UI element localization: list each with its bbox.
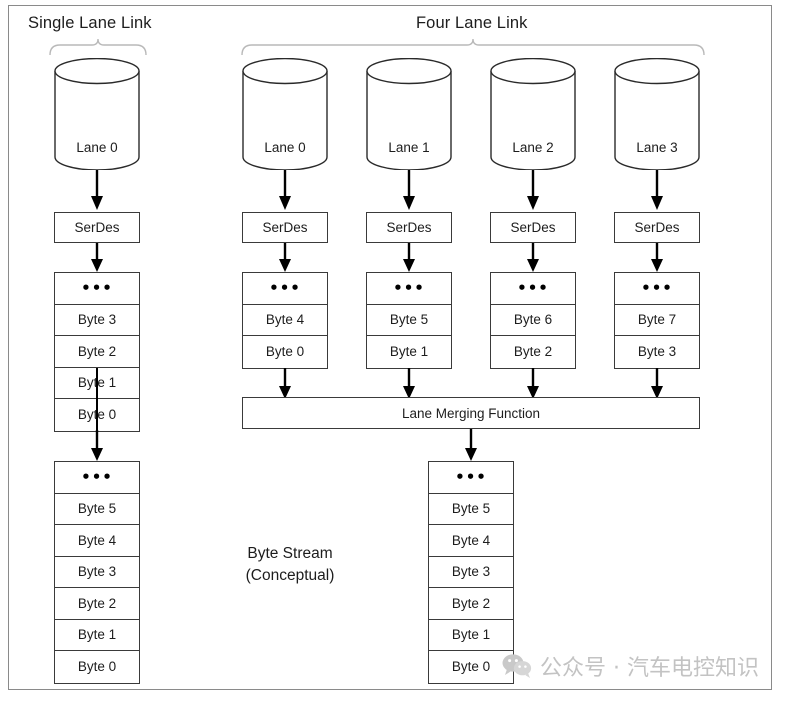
cylinder-shape	[490, 57, 576, 171]
brace-single-lane	[49, 38, 147, 56]
byte-cell: Byte 0	[55, 651, 139, 683]
arrow-serdes-to-stack-2	[527, 243, 539, 272]
byte-cell: Byte 0	[429, 651, 513, 683]
ellipsis-cell: •••	[615, 273, 699, 305]
ellipsis-cell: •••	[55, 462, 139, 494]
arrow-cylinder-to-serdes-single	[91, 170, 103, 210]
arrow-stack-to-merge-2	[527, 368, 539, 399]
serdes-box-lane-1: SerDes	[366, 212, 452, 243]
byte-cell: Byte 5	[55, 493, 139, 525]
ellipsis-icon: •••	[81, 278, 113, 297]
byte-cell: Byte 1	[55, 619, 139, 651]
ellipsis-cell: •••	[55, 273, 139, 305]
cylinder-shape	[614, 57, 700, 171]
arrow-merge-to-stream	[465, 429, 477, 461]
lane-merging-function-bar: Lane Merging Function	[242, 397, 700, 429]
wechat-icon	[502, 653, 532, 679]
byte-stream-caption: Byte Stream (Conceptual)	[190, 543, 390, 587]
brace-four-lane	[241, 38, 705, 56]
watermark: 公众号 · 汽车电控知识	[502, 650, 759, 682]
byte-cell: Byte 3	[55, 556, 139, 588]
serdes-box-single: SerDes	[54, 212, 140, 243]
cylinder-single-lane-0: Lane 0	[54, 57, 140, 171]
byte-cell: Byte 5	[429, 493, 513, 525]
byte-cell: Byte 4	[55, 525, 139, 557]
watermark-text: 公众号 · 汽车电控知识	[540, 656, 759, 681]
cylinder-four-lane-1: Lane 1	[366, 57, 452, 171]
arrow-serdes-to-stack-single	[91, 243, 103, 272]
cylinder-four-lane-2: Lane 2	[490, 57, 576, 171]
section-title-single-lane: Single Lane Link	[28, 14, 152, 32]
ellipsis-cell: •••	[243, 273, 327, 305]
byte-cell: Byte 6	[491, 304, 575, 336]
byte-cell: Byte 4	[429, 525, 513, 557]
ellipsis-icon: •••	[641, 278, 673, 297]
connector-single-stack-down	[96, 368, 98, 432]
byte-cell: Byte 2	[491, 336, 575, 368]
byte-cell: Byte 2	[429, 588, 513, 620]
ellipsis-icon: •••	[393, 278, 425, 297]
cylinder-shape	[242, 57, 328, 171]
byte-cell: Byte 3	[429, 556, 513, 588]
byte-cell: Byte 0	[243, 336, 327, 368]
byte-cell: Byte 1	[367, 336, 451, 368]
byte-cell: Byte 2	[55, 336, 139, 368]
byte-cell: Byte 1	[429, 619, 513, 651]
arrow-stack-to-merge-1	[403, 368, 415, 399]
ellipsis-icon: •••	[269, 278, 301, 297]
arrow-serdes-to-stack-0	[279, 243, 291, 272]
caption-line-1: Byte Stream	[247, 545, 333, 562]
ellipsis-cell: •••	[491, 273, 575, 305]
cylinder-shape	[366, 57, 452, 171]
serdes-box-lane-3: SerDes	[614, 212, 700, 243]
serdes-box-lane-2: SerDes	[490, 212, 576, 243]
arrow-stack-to-stream-single	[91, 430, 103, 461]
arrow-serdes-to-stack-3	[651, 243, 663, 272]
ellipsis-cell: •••	[429, 462, 513, 494]
caption-line-2: (Conceptual)	[245, 567, 335, 584]
ellipsis-icon: •••	[81, 467, 113, 486]
byte-cell: Byte 3	[615, 336, 699, 368]
byte-cell: Byte 5	[367, 304, 451, 336]
byte-cell: Byte 3	[55, 304, 139, 336]
cylinder-four-lane-3: Lane 3	[614, 57, 700, 171]
arrow-cylinder-to-serdes-0	[279, 170, 291, 210]
ellipsis-cell: •••	[367, 273, 451, 305]
arrow-cylinder-to-serdes-3	[651, 170, 663, 210]
cylinder-shape	[54, 57, 140, 171]
byte-cell: Byte 2	[55, 588, 139, 620]
section-title-four-lane: Four Lane Link	[416, 14, 528, 32]
arrow-stack-to-merge-0	[279, 368, 291, 399]
ellipsis-icon: •••	[517, 278, 549, 297]
arrow-serdes-to-stack-1	[403, 243, 415, 272]
cylinder-four-lane-0: Lane 0	[242, 57, 328, 171]
serdes-box-lane-0: SerDes	[242, 212, 328, 243]
byte-cell: Byte 4	[243, 304, 327, 336]
arrow-cylinder-to-serdes-2	[527, 170, 539, 210]
byte-cell: Byte 7	[615, 304, 699, 336]
arrow-cylinder-to-serdes-1	[403, 170, 415, 210]
arrow-stack-to-merge-3	[651, 368, 663, 399]
ellipsis-icon: •••	[455, 467, 487, 486]
